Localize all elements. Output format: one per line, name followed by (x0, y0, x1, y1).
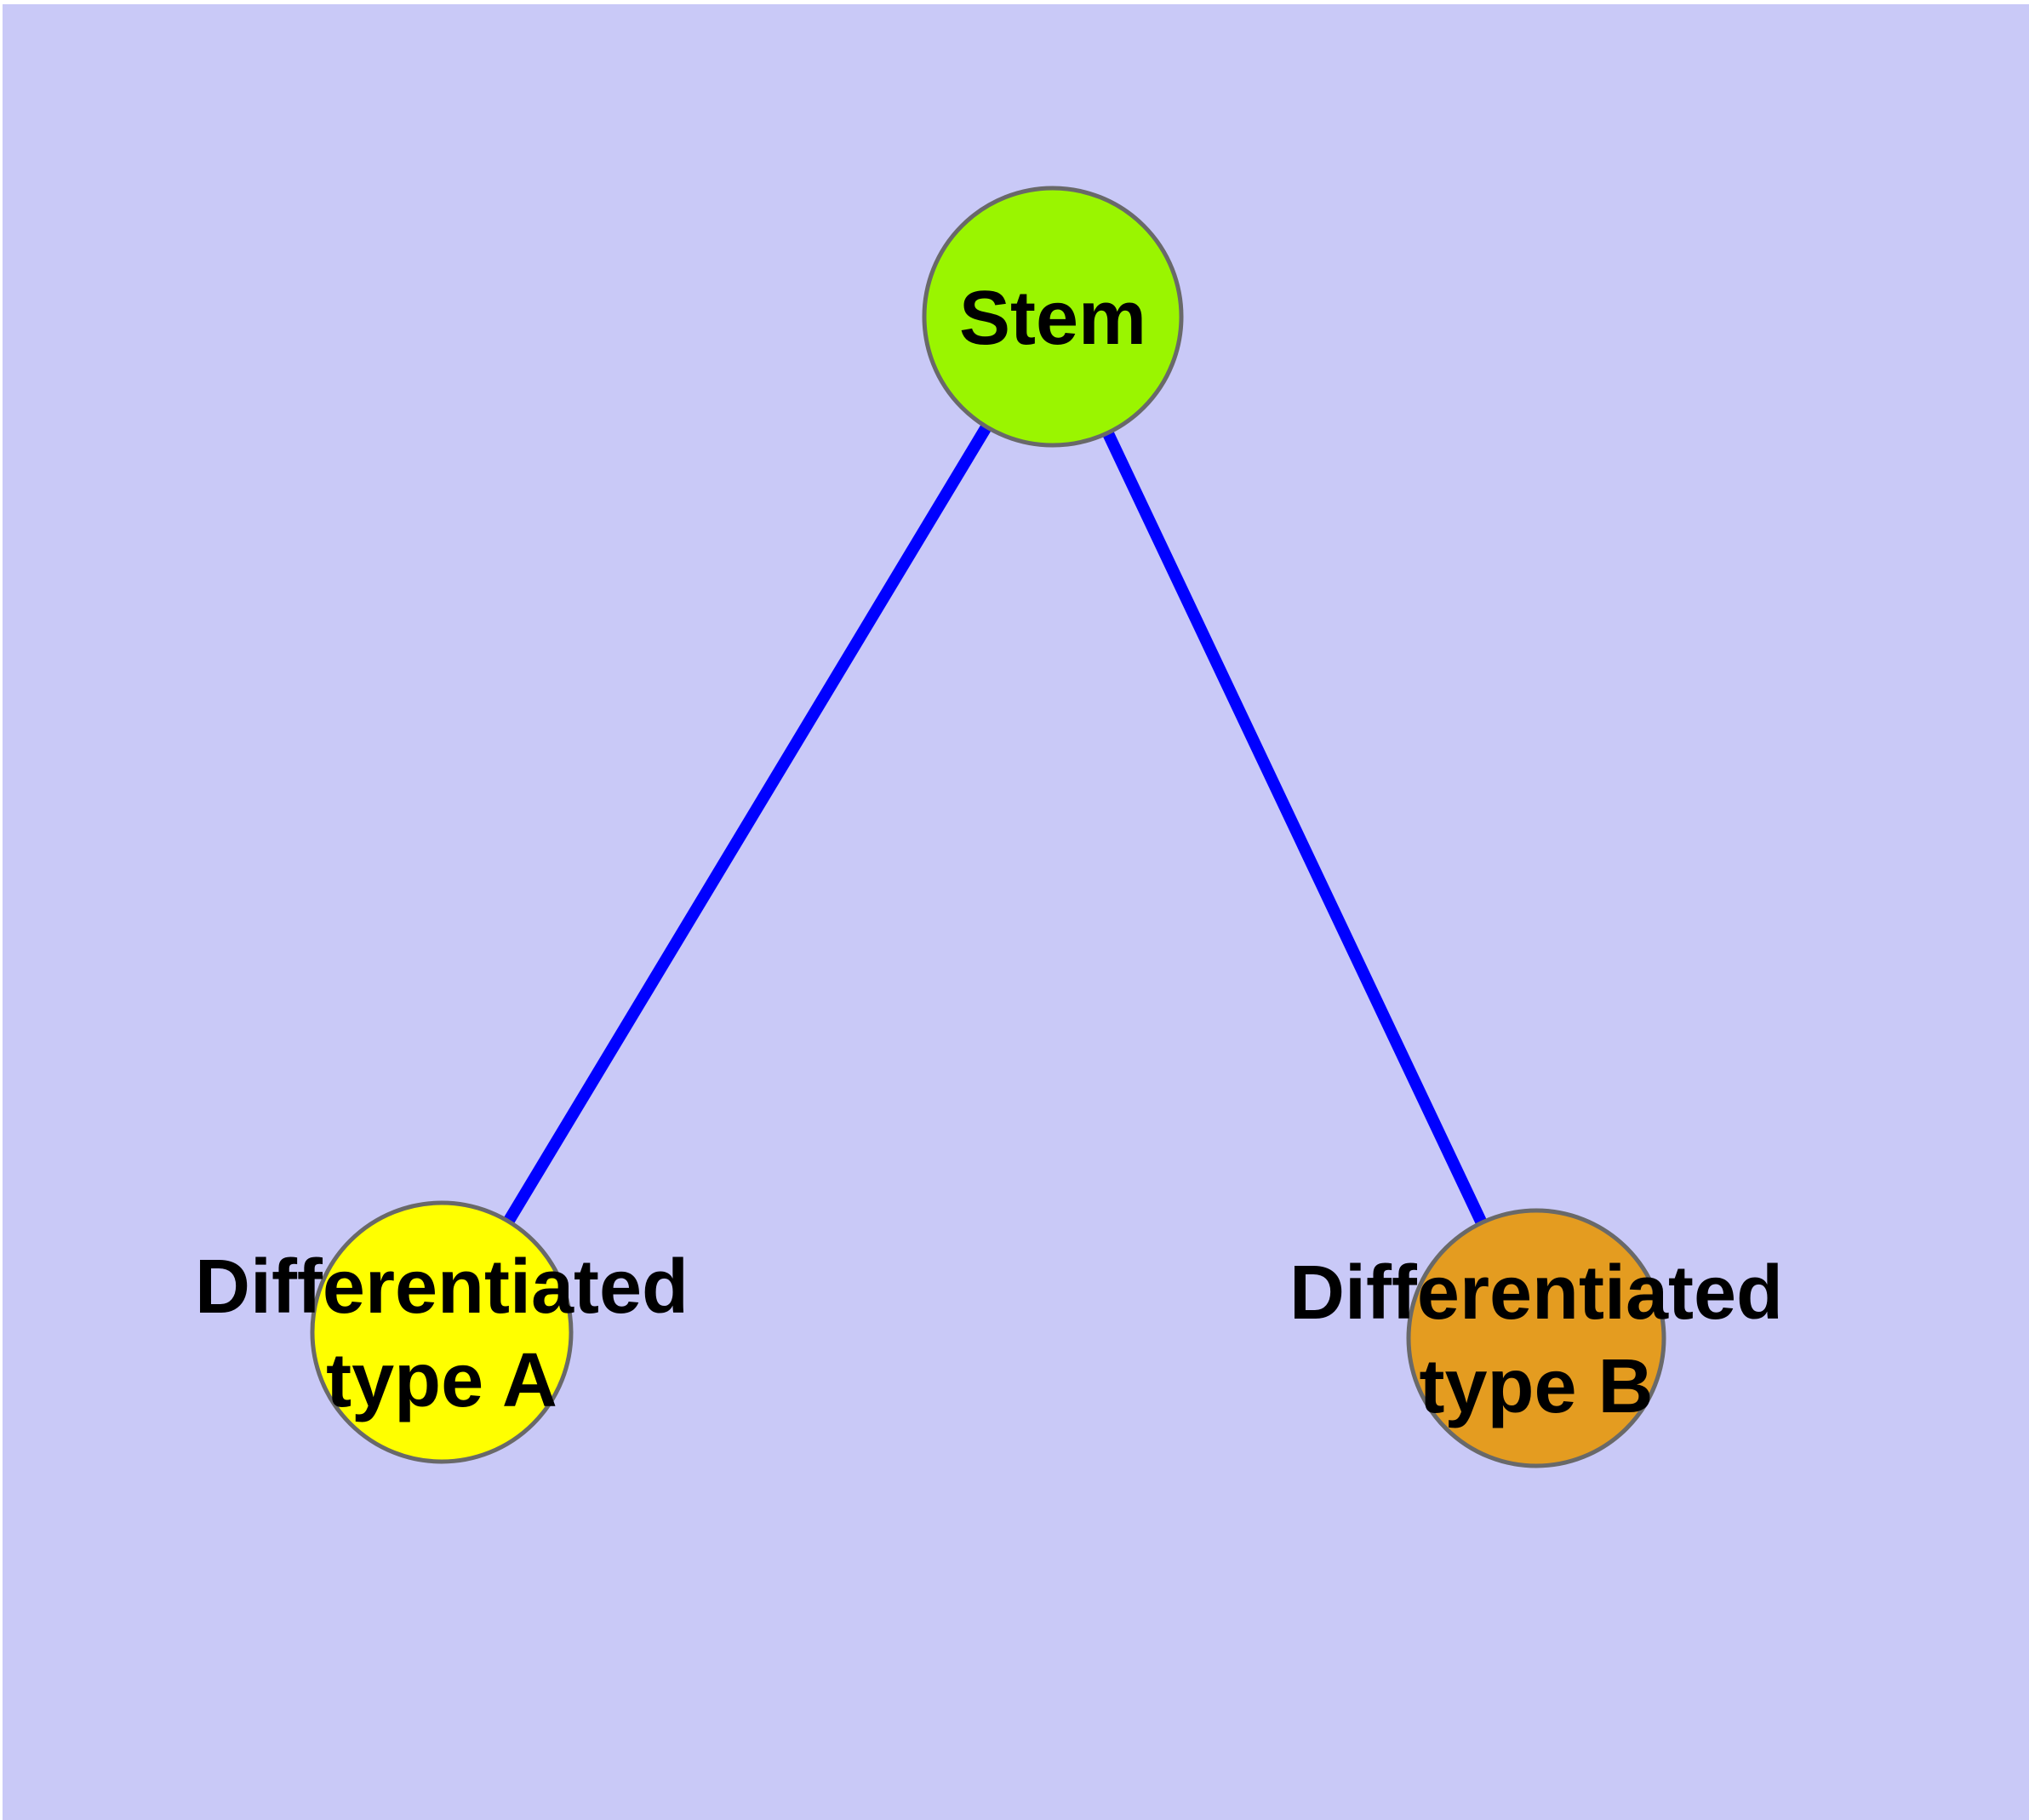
node-differentiated-type-b-circle (1406, 1208, 1666, 1468)
node-differentiated-type-b-label-line-1: Differentiated (1289, 1251, 1783, 1336)
node-stem-circle (922, 186, 1184, 448)
node-stem-label: Stem (959, 276, 1146, 361)
node-differentiated-type-a-label-line-1: Differentiated (195, 1245, 689, 1330)
node-differentiated-type-b-label-line-2: type B (1419, 1344, 1653, 1429)
node-differentiated-type-a-circle (310, 1200, 574, 1464)
edge-stem-to-differentiated-type-b (1047, 314, 1542, 1341)
edge-stem-to-differentiated-type-a (437, 313, 1058, 1336)
node-differentiated-type-a-label-line-2: type A (326, 1338, 557, 1423)
